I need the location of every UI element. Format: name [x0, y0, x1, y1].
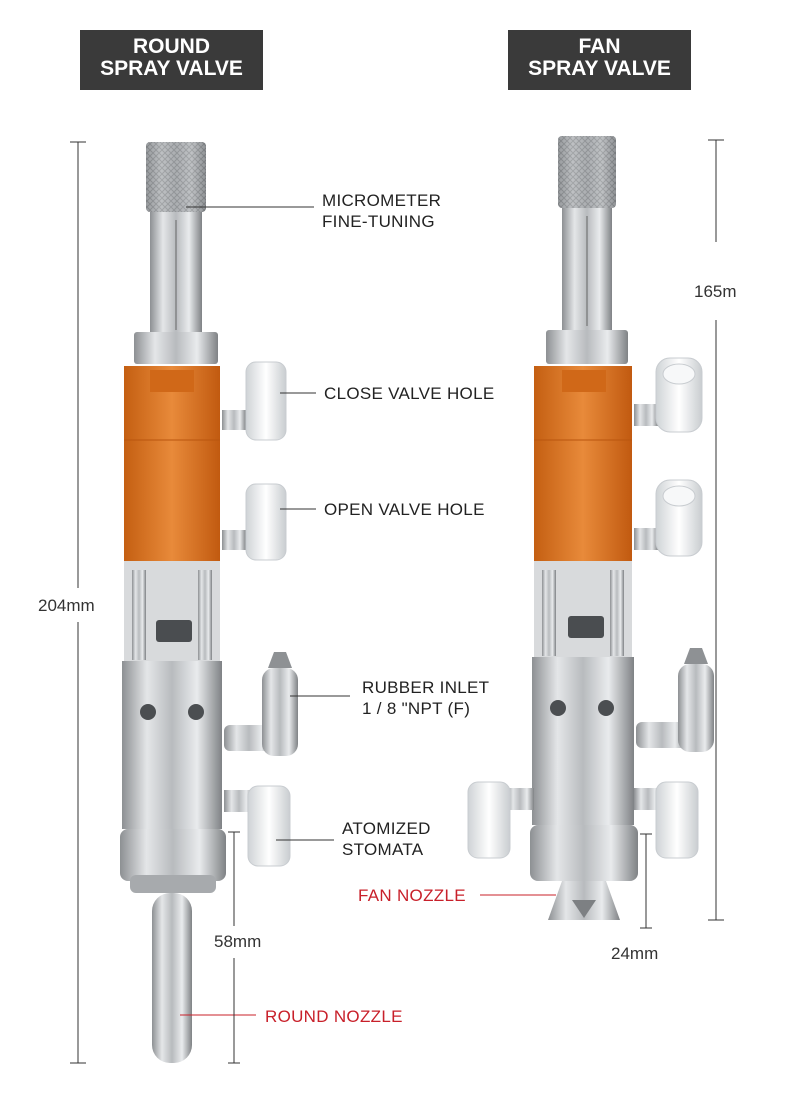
round-collar [120, 829, 226, 881]
atomized-stomata-label-line2: STOMATA [342, 840, 424, 859]
round-valve-body [124, 366, 220, 561]
round-nozzle [152, 893, 192, 1063]
round-open-valve-fitting [222, 483, 287, 561]
red-leader-lines [180, 894, 556, 1016]
fan-lower-block [532, 657, 634, 825]
fan-valve [467, 136, 714, 920]
round-nozzle-label: ROUND NOZZLE [265, 1007, 403, 1026]
fan-rubber-inlet-fitting [636, 648, 714, 752]
open-valve-hole-label: OPEN VALVE HOLE [324, 500, 485, 519]
fan-collar [530, 825, 638, 881]
fan-title-line2: SPRAY VALVE [528, 57, 671, 80]
rubber-inlet-label: RUBBER INLET 1 / 8 "NPT (F) [362, 677, 489, 719]
fan-open-valve-fitting [634, 479, 703, 557]
dim-fan-upper-label: 165m [694, 282, 737, 301]
dim-round-nozzle-label: 58mm [214, 932, 262, 951]
atomized-stomata-label-line1: ATOMIZED [342, 819, 431, 838]
fan-lock-nut [546, 330, 628, 364]
micrometer-label-line1: MICROMETER [322, 191, 442, 210]
round-title-line1: ROUND [133, 35, 210, 58]
round-valve [120, 142, 298, 1063]
fan-valve-body [534, 366, 632, 561]
leader-lines [186, 206, 350, 841]
rubber-inlet-label-line2: 1 / 8 "NPT (F) [362, 699, 471, 718]
round-title-line2: SPRAY VALVE [100, 57, 243, 80]
fan-nozzle-label: FAN NOZZLE [358, 886, 466, 905]
atomized-stomata-label: ATOMIZED STOMATA [342, 818, 431, 860]
rubber-inlet-label-line1: RUBBER INLET [362, 678, 490, 697]
round-lower-block [122, 661, 222, 829]
fan-atomized-fitting-left [467, 781, 534, 859]
dimension-lines [70, 139, 724, 1064]
micrometer-label: MICROMETER FINE-TUNING [322, 190, 441, 232]
fan-close-valve-fitting [634, 357, 703, 433]
round-rubber-inlet-fitting [224, 652, 298, 756]
fan-spray-valve-title: FAN SPRAY VALVE [508, 30, 691, 90]
round-atomized-fitting [224, 785, 291, 867]
micrometer-label-line2: FINE-TUNING [322, 212, 435, 231]
dim-round-total-label: 204mm [38, 596, 95, 615]
close-valve-hole-label: CLOSE VALVE HOLE [324, 384, 495, 403]
fan-atomized-fitting-right [634, 781, 699, 859]
round-close-valve-fitting [222, 361, 287, 441]
round-spray-valve-title: ROUND SPRAY VALVE [80, 30, 263, 90]
round-lock-nut [134, 332, 218, 364]
dim-fan-lower-label: 24mm [611, 944, 659, 963]
fan-title-line1: FAN [578, 35, 621, 58]
